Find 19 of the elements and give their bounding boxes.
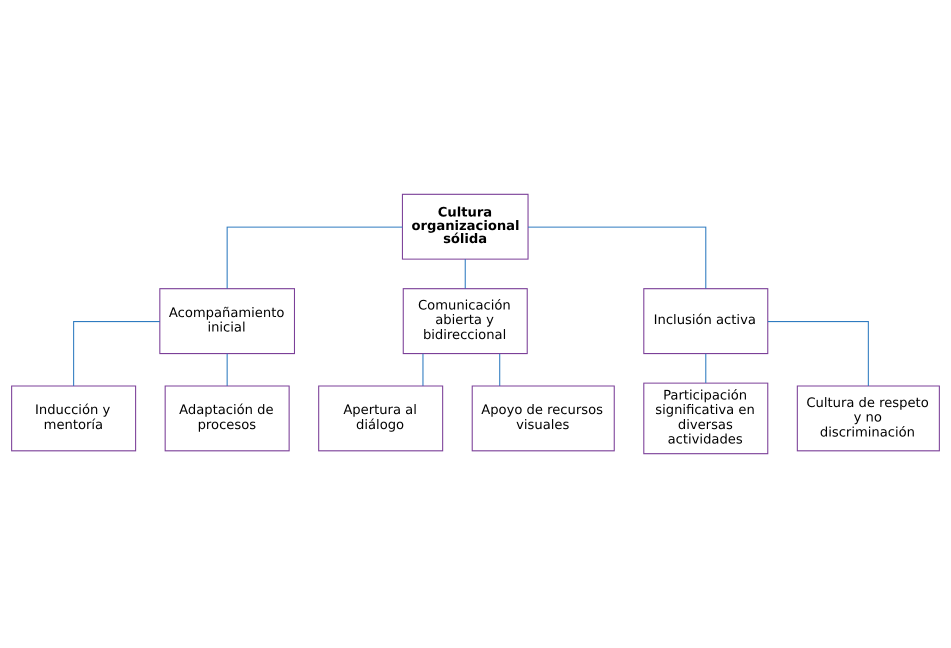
node-box: Apertura al diálogo <box>318 385 444 452</box>
node-box: Participación significativa en diversas actividades <box>643 382 768 454</box>
connector <box>226 354 228 386</box>
node-box: Comunicación abierta y bidireccional <box>402 288 528 354</box>
connector <box>422 354 424 386</box>
connector <box>464 259 466 289</box>
connector <box>528 226 706 288</box>
node-box: Inclusión activa <box>643 288 768 354</box>
node-box: Cultura organizacional sólida <box>402 194 529 260</box>
connector <box>499 354 500 386</box>
connector <box>768 321 869 386</box>
connector <box>73 321 160 386</box>
node-box: Cultura de respeto y no discriminación <box>796 385 940 452</box>
connector <box>705 354 706 383</box>
node-box: Adaptación de procesos <box>164 385 290 452</box>
node-box: Apoyo de recursos visuales <box>472 385 615 452</box>
connector <box>226 226 402 288</box>
node-box: Acompañamiento inicial <box>159 288 295 354</box>
node-box: Inducción y mentoría <box>11 385 136 452</box>
